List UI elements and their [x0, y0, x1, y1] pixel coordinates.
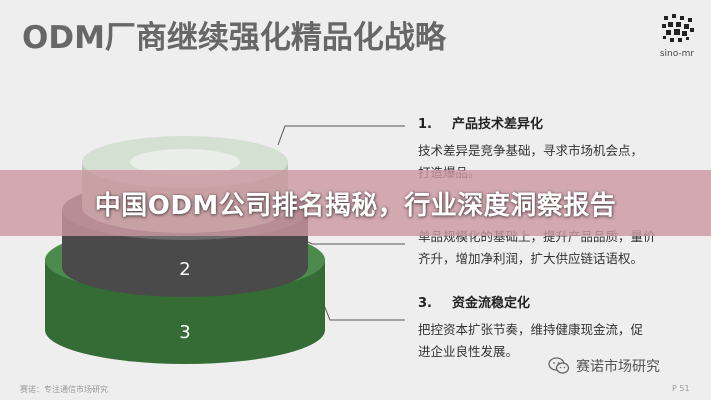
point-heading: 资金流稳定化 — [452, 296, 531, 311]
logo-text: sino-mr — [659, 49, 695, 59]
tier-label-2: 2 — [179, 259, 190, 280]
banner-text: 中国ODM公司排名揭秘，行业深度洞察报告 — [94, 190, 617, 221]
point-number: 1. — [418, 117, 432, 132]
point-number: 3. — [418, 296, 432, 311]
footer-source: 赛诺：专注通信市场研究 — [20, 385, 108, 394]
point-line: 技术差异是竞争基础，寻求市场机会点， — [418, 143, 644, 158]
watermark-text: 赛诺市场研究 — [576, 359, 660, 375]
watermark: 赛诺市场研究 — [548, 356, 660, 376]
point-heading: 产品技术差异化 — [452, 117, 544, 132]
tier-label-3: 3 — [179, 322, 190, 343]
page-title: ODM厂商继续强化精品化战略 — [22, 20, 446, 56]
headline-banner[interactable]: 中国ODM公司排名揭秘，行业深度洞察报告 — [0, 170, 711, 236]
tier-cylinders: 2 3 — [45, 136, 325, 364]
point-line: 把控资本扩张节奏，维持健康现金流，促 — [418, 322, 644, 337]
point-line: 进企业良性发展。 — [418, 344, 519, 359]
page-number: P 51 — [672, 384, 690, 393]
point-3: 3. 资金流稳定化 把控资本扩张节奏，维持健康现金流，促 进企业良性发展。 — [418, 293, 698, 363]
sino-mr-logo-icon — [662, 14, 694, 42]
wechat-icon — [548, 357, 570, 374]
point-line: 齐升，增加净利润，扩大供应链话语权。 — [418, 251, 644, 266]
